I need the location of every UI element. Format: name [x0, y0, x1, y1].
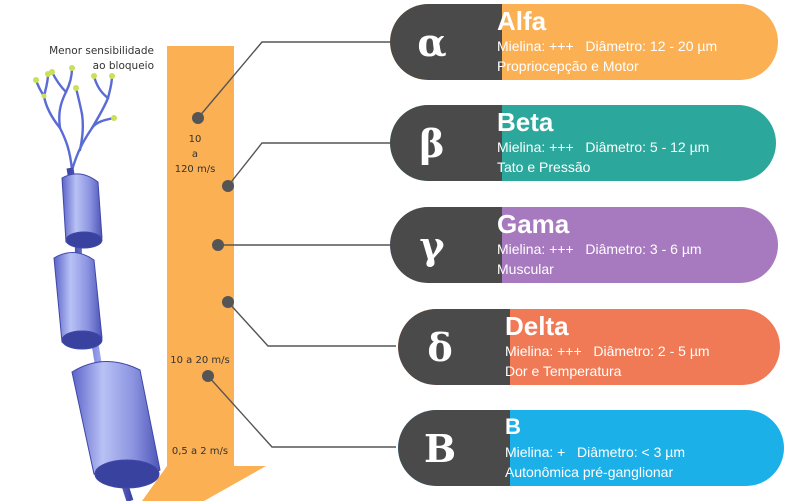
speed-slow-label: 0,5 a 2 m/s [171, 446, 229, 457]
myelin-text: Mielina: +++ [497, 38, 574, 54]
fiber-function: Tato e Pressão [497, 159, 591, 175]
delta-symbol: δ [427, 324, 453, 370]
fiber-gamma-card: γ Gama Mielina: +++ Diâmetro: 3 - 6 µm M… [390, 207, 778, 283]
fiber-name: Alfa [497, 6, 547, 36]
myelin-text: Mielina: +++ [497, 139, 574, 155]
sensitivity-label-line: Menor sensibilidade [49, 45, 154, 57]
fiber-properties: Mielina: +++ Diâmetro: 12 - 20 µm [497, 38, 717, 54]
diameter-text: Diâmetro: < 3 µm [576, 444, 686, 460]
b-symbol: B [423, 425, 457, 471]
symbol-panel [390, 105, 502, 181]
fiber-function: Propriocepção e Motor [497, 58, 639, 74]
alpha-symbol: α [417, 19, 447, 65]
fiber-beta-card: β Beta Mielina: +++ Diâmetro: 5 - 12 µm … [390, 105, 776, 181]
sensitivity-label-line: ao bloqueio [92, 60, 154, 72]
fiber-alpha-card: α Alfa Mielina: +++ Diâmetro: 12 - 20 µm… [390, 4, 778, 80]
fiber-function: Dor e Temperatura [505, 363, 622, 379]
fiber-properties: Mielina: +++ Diâmetro: 5 - 12 µm [497, 139, 709, 155]
fiber-name: Beta [497, 107, 554, 137]
arrow-shape [142, 46, 266, 501]
fiber-name: Delta [505, 311, 569, 341]
fiber-b-card: B B Mielina: + Diâmetro: < 3 µm Autonômi… [398, 410, 784, 486]
fiber-name: B [505, 414, 521, 439]
gamma-symbol: γ [419, 222, 445, 268]
diameter-text: Diâmetro: 3 - 6 µm [585, 241, 702, 257]
symbol-panel [390, 207, 502, 283]
sensitivity-label: Menor sensibilidade ao bloqueio [20, 44, 154, 74]
diameter-text: Diâmetro: 5 - 12 µm [585, 139, 710, 155]
beta-symbol: β [419, 120, 445, 166]
fiber-delta-card: δ Delta Mielina: +++ Diâmetro: 2 - 5 µm … [398, 309, 780, 385]
diameter-text: Diâmetro: 12 - 20 µm [585, 38, 718, 54]
speed-fast-line: 10 [188, 134, 202, 145]
fiber-function: Muscular [497, 261, 554, 277]
symbol-panel [398, 410, 510, 486]
fiber-properties: Mielina: +++ Diâmetro: 3 - 6 µm [497, 241, 702, 257]
speed-fast-line: 120 m/s [174, 164, 216, 175]
fiber-properties: Mielina: +++ Diâmetro: 2 - 5 µm [505, 343, 710, 359]
myelin-text: Mielina: +++ [505, 343, 582, 359]
myelin-text: Mielina: + [505, 444, 566, 460]
fiber-name: Gama [497, 209, 570, 239]
conduction-speed-arrow [142, 46, 266, 501]
speed-fast-line: a [191, 149, 199, 160]
neuron-illustration [33, 65, 161, 501]
symbol-panel [398, 309, 510, 385]
myelin-text: Mielina: +++ [497, 241, 574, 257]
diameter-text: Diâmetro: 2 - 5 µm [593, 343, 710, 359]
fiber-function: Autonômica pré-ganglionar [505, 464, 674, 480]
symbol-panel [390, 4, 502, 80]
speed-medium-label: 10 a 20 m/s [170, 355, 230, 366]
fiber-properties: Mielina: + Diâmetro: < 3 µm [505, 444, 685, 460]
speed-fast-label: 10 a 120 m/s [165, 132, 225, 177]
